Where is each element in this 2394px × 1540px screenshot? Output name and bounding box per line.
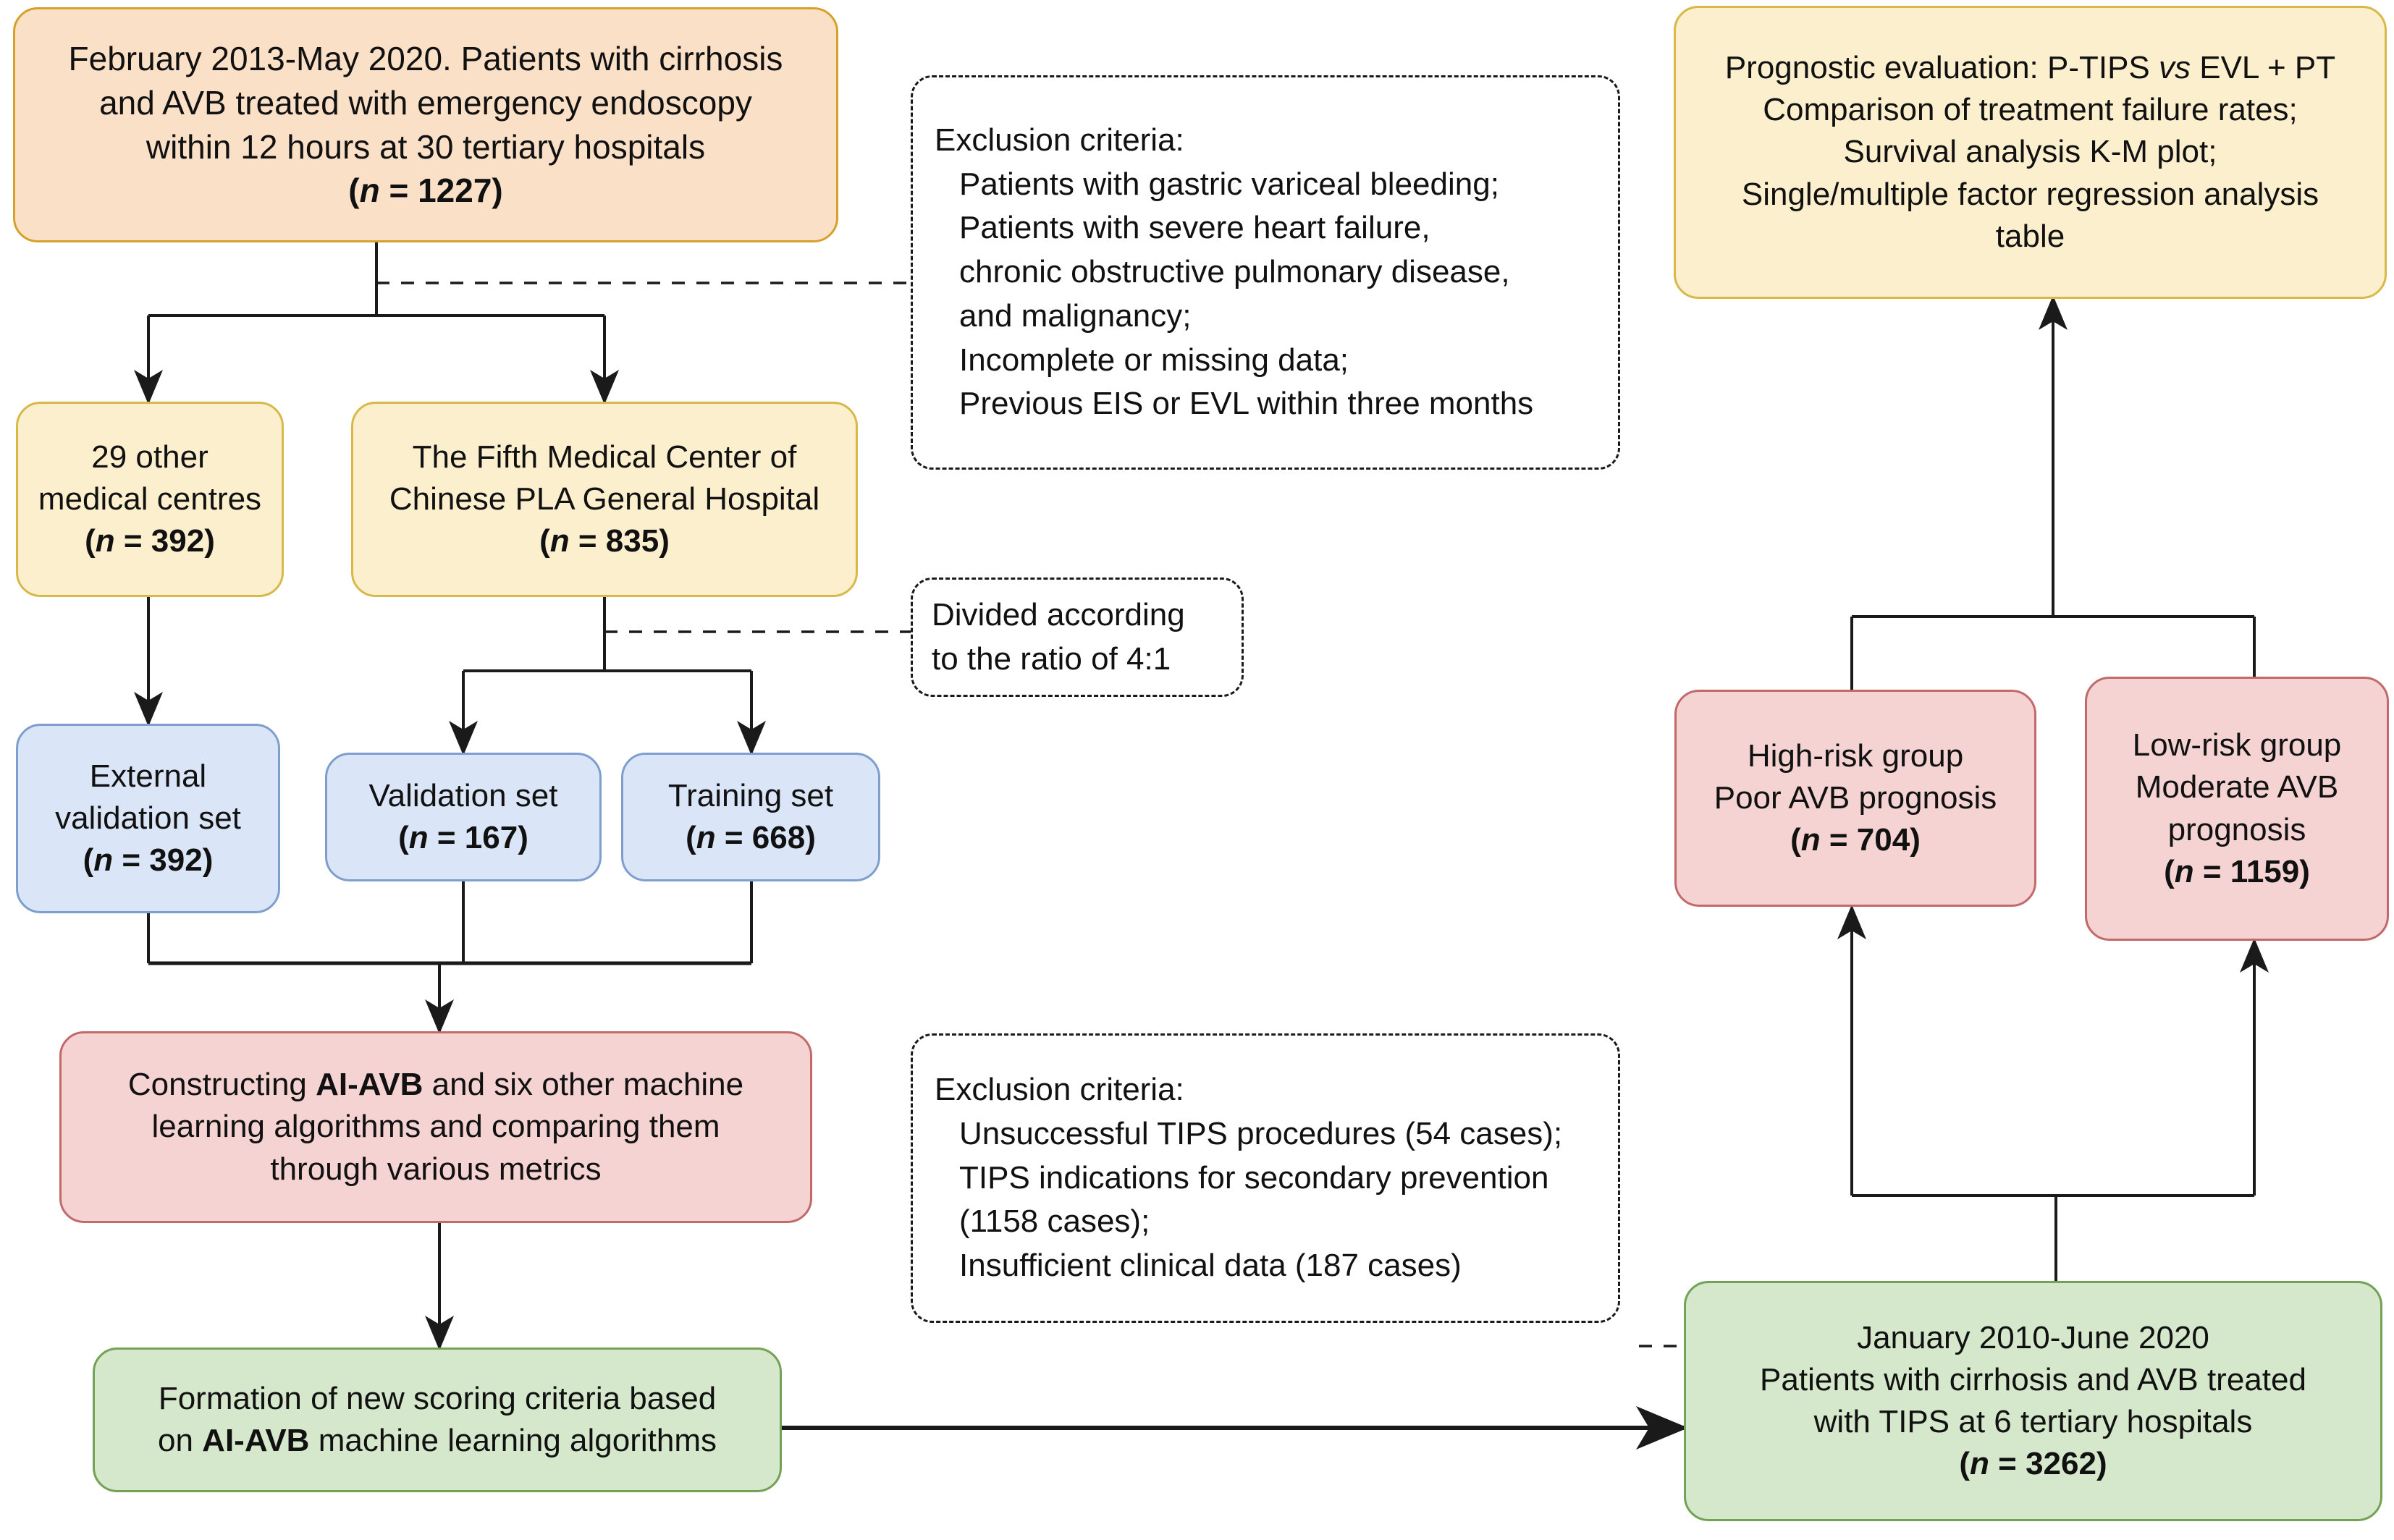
exclusion-tips-header: Exclusion criteria: [935, 1072, 1184, 1108]
constructing-pre: Constructing [127, 1067, 316, 1103]
prognostic-post: EVL + PT [2191, 50, 2336, 86]
low-risk-line-2: Moderate AVB [2135, 769, 2339, 805]
training-set-line-1: Training set [667, 777, 834, 813]
other-centres-line-2: medical centres [38, 481, 262, 517]
exclusion-tips-item-2: TIPS indications for secondary preventio… [959, 1159, 1549, 1196]
prognostic-line-5: table [1995, 218, 2065, 254]
node-other-medical-centres[interactable]: 29 other medical centres (n = 392) [16, 402, 284, 597]
node-external-validation-set[interactable]: External validation set (n = 392) [16, 724, 280, 913]
validation-set-line-1: Validation set [368, 777, 558, 813]
other-centres-n-value: (n = 392) [85, 523, 215, 559]
constructing-line-3: through various metrics [270, 1151, 602, 1187]
note-ratio-split: Divided according to the ratio of 4:1 [911, 578, 1244, 697]
node-low-risk-group[interactable]: Low-risk group Moderate AVB prognosis (n… [2085, 677, 2389, 941]
exclusion-tips-item-1: Unsuccessful TIPS procedures (54 cases); [959, 1115, 1563, 1151]
tips-cohort-line-2: Patients with cirrhosis and AVB treated [1760, 1361, 2306, 1397]
exclusion-top-item-5: Incomplete or missing data; [959, 342, 1349, 378]
scoring-bold-term: AI-AVB [202, 1423, 310, 1458]
scoring-pre: on [158, 1423, 203, 1458]
prognostic-line-1: Prognostic evaluation: P-TIPS vs EVL + P… [1689, 47, 2372, 89]
external-validation-line-1: External [89, 758, 207, 794]
fifth-center-n-value: (n = 835) [539, 523, 670, 559]
tips-cohort-line-1: January 2010-June 2020 [1857, 1319, 2209, 1355]
constructing-post: and six other machine [423, 1067, 744, 1103]
high-risk-line-1: High-risk group [1747, 737, 1964, 774]
exclusion-top-item-4: and malignancy; [959, 297, 1192, 334]
exclusion-top-item-6: Previous EIS or EVL within three months [959, 386, 1534, 422]
training-set-n-value: (n = 668) [686, 820, 816, 855]
node-cohort[interactable]: February 2013-May 2020. Patients with ci… [13, 7, 838, 242]
cohort-n-value: (n = 1227) [348, 172, 503, 210]
node-high-risk-group[interactable]: High-risk group Poor AVB prognosis (n = … [1674, 690, 2036, 907]
validation-set-n-value: (n = 167) [398, 820, 528, 855]
note-exclusion-criteria-endoscopy: Exclusion criteria: Patients with gastri… [911, 75, 1620, 470]
low-risk-line-3: prognosis [2167, 811, 2306, 847]
exclusion-top-item-2: Patients with severe heart failure, [959, 210, 1430, 246]
other-centres-line-1: 29 other [91, 439, 208, 475]
external-validation-line-2: validation set [55, 800, 241, 836]
low-risk-line-1: Low-risk group [2132, 727, 2342, 763]
low-risk-n-value: (n = 1159) [2164, 853, 2310, 889]
cohort-line-2: and AVB treated with emergency endoscopy [99, 83, 752, 122]
exclusion-top-item-3: chronic obstructive pulmonary disease, [959, 254, 1510, 290]
constructing-line-1: Constructing AI-AVB and six other machin… [75, 1064, 797, 1106]
exclusion-tips-item-3: (1158 cases); [959, 1203, 1150, 1240]
node-validation-set[interactable]: Validation set (n = 167) [325, 753, 602, 881]
high-risk-n-value: (n = 704) [1790, 822, 1921, 858]
exclusion-top-item-1: Patients with gastric variceal bleeding; [959, 166, 1499, 202]
note-exclusion-criteria-tips: Exclusion criteria: Unsuccessful TIPS pr… [911, 1033, 1620, 1323]
node-training-set[interactable]: Training set (n = 668) [621, 753, 880, 881]
fifth-center-line-1: The Fifth Medical Center of [412, 439, 797, 475]
external-validation-n-value: (n = 392) [83, 842, 214, 879]
fifth-center-line-2: Chinese PLA General Hospital [389, 481, 820, 517]
high-risk-line-2: Poor AVB prognosis [1714, 779, 1997, 816]
scoring-line-1: Formation of new scoring criteria based [158, 1380, 717, 1416]
node-fifth-medical-center[interactable]: The Fifth Medical Center of Chinese PLA … [351, 402, 858, 597]
tips-cohort-n-value: (n = 3262) [1959, 1446, 2107, 1482]
prognostic-line-4: Single/multiple factor regression analys… [1741, 176, 2319, 212]
prognostic-italic-vs: vs [2159, 50, 2191, 86]
prognostic-pre: Prognostic evaluation: P-TIPS [1724, 50, 2159, 86]
node-prognostic-evaluation[interactable]: Prognostic evaluation: P-TIPS vs EVL + P… [1674, 6, 2387, 299]
ratio-line-1: Divided according [932, 596, 1185, 632]
node-scoring-criteria[interactable]: Formation of new scoring criteria based … [93, 1348, 782, 1492]
constructing-line-2: learning algorithms and comparing them [151, 1109, 720, 1145]
ratio-line-2: to the ratio of 4:1 [932, 640, 1171, 677]
tips-cohort-line-3: with TIPS at 6 tertiary hospitals [1813, 1404, 2253, 1439]
prognostic-line-3: Survival analysis K-M plot; [1843, 134, 2217, 170]
node-tips-cohort[interactable]: January 2010-June 2020 Patients with cir… [1684, 1281, 2382, 1521]
cohort-line-1: February 2013-May 2020. Patients with ci… [68, 40, 783, 78]
exclusion-tips-item-4: Insufficient clinical data (187 cases) [959, 1248, 1462, 1284]
scoring-post: machine learning algorithms [309, 1423, 717, 1458]
cohort-line-3: within 12 hours at 30 tertiary hospitals [146, 127, 706, 166]
node-constructing-models[interactable]: Constructing AI-AVB and six other machin… [59, 1031, 812, 1223]
prognostic-line-2: Comparison of treatment failure rates; [1763, 92, 2298, 128]
scoring-line-2: on AI-AVB machine learning algorithms [108, 1420, 767, 1462]
constructing-bold-term: AI-AVB [316, 1067, 423, 1103]
exclusion-top-header: Exclusion criteria: [935, 122, 1184, 158]
